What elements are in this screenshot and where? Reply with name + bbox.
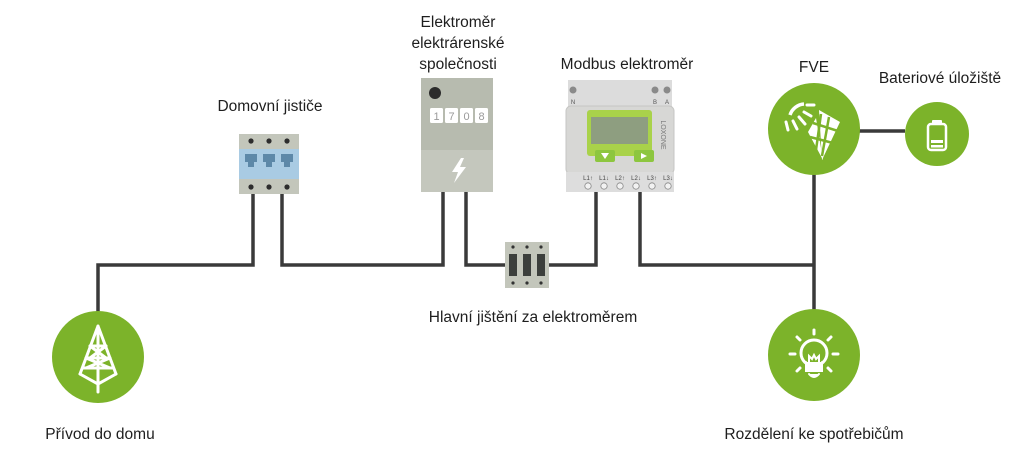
label-modbus-meter: Modbus elektroměr	[560, 56, 694, 73]
wire-breakers-to-meter	[280, 192, 445, 267]
terminal-screw	[248, 138, 254, 144]
battery-icon	[926, 120, 948, 152]
modbus-bottom-terminal	[664, 182, 672, 190]
fuse-screw	[525, 281, 529, 285]
label-utility-meter: Elektroměr elektrárenské společnosti	[400, 12, 516, 75]
modbus-bottom-terminal-label: L2↑	[615, 176, 625, 182]
fuse-screw	[511, 245, 515, 249]
distribution-node[interactable]	[768, 309, 860, 401]
breaker-switch[interactable]	[245, 154, 257, 167]
wire-grid-to-breakers	[96, 194, 255, 312]
breaker-switch[interactable]	[263, 154, 275, 167]
power-tower-icon	[78, 324, 118, 394]
breaker-switch[interactable]	[281, 154, 293, 167]
main-fuse-icon	[505, 242, 549, 288]
label-utility-meter-line-1: Elektroměr	[420, 14, 496, 31]
counter-digit-box	[475, 108, 488, 123]
modbus-top-terminal	[663, 86, 671, 94]
solar-panel-icon	[784, 102, 840, 160]
terminal-screw	[266, 184, 272, 190]
label-distribution: Rozdělení ke spotřebičům	[724, 426, 904, 443]
counter-digit-box	[430, 108, 443, 123]
fuse-screw	[511, 281, 515, 285]
modbus-meter[interactable]: LOXONE N B A L1↑ L1↓ L2↑ L2↓ L3↑ L3↓	[565, 80, 675, 192]
modbus-brand: LOXONE	[659, 120, 666, 150]
meter-led	[429, 87, 441, 99]
fuse-screw	[539, 281, 543, 285]
lightning-bolt-icon	[452, 158, 466, 183]
fuse-cartridge	[537, 254, 545, 276]
modbus-top-terminal-label: A	[665, 100, 669, 106]
modbus-top-terminal	[651, 86, 659, 94]
counter-digit: 7	[448, 111, 454, 123]
house-breakers[interactable]	[239, 134, 299, 194]
light-bulb-icon	[788, 328, 840, 378]
three-pole-breaker-icon	[239, 134, 299, 194]
modbus-bottom-terminal-label: L3↓	[663, 176, 673, 182]
modbus-bottom-terminal-label: L2↓	[631, 176, 641, 182]
wires	[96, 129, 905, 315]
modbus-bottom-terminal	[616, 182, 624, 190]
label-main-fuse: Hlavní jištění za elektroměrem	[428, 309, 638, 326]
wire-fuse-to-modbus	[549, 192, 598, 267]
modbus-top-terminal	[569, 86, 577, 94]
wire-meter-to-fuse	[464, 192, 505, 267]
modbus-bottom-terminal	[648, 182, 656, 190]
modbus-bottom-terminal	[632, 182, 640, 190]
main-fuse[interactable]	[505, 242, 549, 288]
counter-digit: 1	[433, 111, 439, 123]
modbus-bottom-terminal	[584, 182, 592, 190]
modbus-bottom-terminal-label: L1↓	[599, 176, 609, 182]
wire-modbus-to-junction	[638, 192, 814, 267]
label-grid-input: Přívod do domu	[45, 426, 155, 443]
terminal-screw	[284, 138, 290, 144]
label-pv: FVE	[798, 59, 830, 76]
fuse-cartridge	[509, 254, 517, 276]
counter-digit-box	[460, 108, 473, 123]
modbus-top-terminal-label: B	[653, 100, 657, 106]
modbus-bottom-terminal	[600, 182, 608, 190]
modbus-bottom-terminal-label: L3↑	[647, 176, 657, 182]
label-battery: Bateriové úložiště	[878, 70, 1002, 87]
terminal-screw	[248, 184, 254, 190]
terminal-screw	[284, 184, 290, 190]
fuse-screw	[539, 245, 543, 249]
counter-digit: 8	[478, 111, 484, 123]
modbus-lcd	[591, 117, 648, 144]
modbus-top-terminal-label: N	[571, 100, 575, 106]
grid-input-node[interactable]	[52, 311, 144, 403]
fuse-screw	[525, 245, 529, 249]
label-house-breakers: Domovní jističe	[217, 98, 323, 115]
fuse-cartridge	[523, 254, 531, 276]
counter-digit: 0	[463, 111, 469, 123]
pv-node[interactable]	[768, 83, 860, 175]
modbus-bottom-terminal-label: L1↑	[583, 176, 593, 182]
terminal-screw	[266, 138, 272, 144]
label-utility-meter-line-2: elektrárenské	[411, 35, 505, 52]
counter-digit-box	[445, 108, 458, 123]
battery-node[interactable]	[905, 102, 969, 166]
label-utility-meter-line-3: společnosti	[419, 56, 497, 73]
